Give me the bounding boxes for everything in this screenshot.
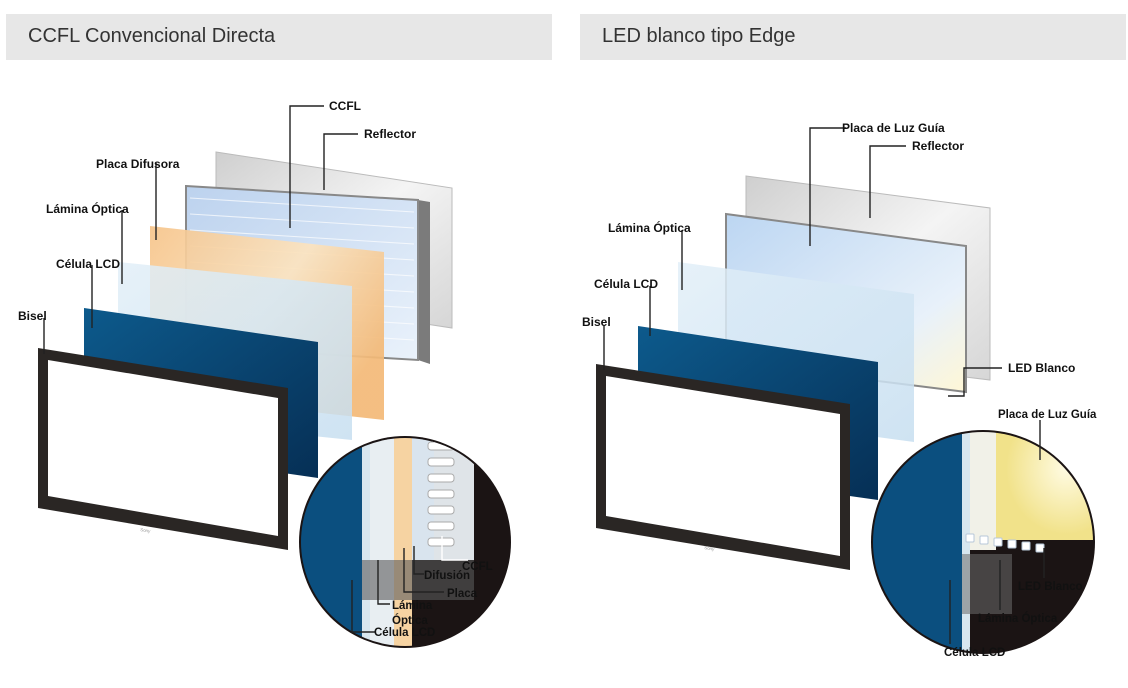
label-led-blanco: LED Blanco bbox=[1008, 361, 1075, 375]
right-panel-title: LED blanco tipo Edge bbox=[602, 25, 796, 47]
label-placa-luz-guia: Placa de Luz Guía bbox=[842, 121, 945, 135]
ccfl-panel-side bbox=[418, 200, 430, 364]
detail-label-lamina-optica: Lámina Óptica bbox=[978, 612, 1058, 625]
detail-label-lamina: Lámina bbox=[392, 600, 433, 612]
detail-label-celula-lcd: Célula LCD bbox=[374, 627, 435, 639]
label-placa-difusora: Placa Difusora bbox=[96, 157, 180, 171]
detail-label-difusion: Difusión bbox=[424, 570, 470, 582]
detail-label-led-blanco: LED Blanco bbox=[1018, 581, 1083, 593]
left-exploded-diagram: Sony CCFL Reflector Placa Difusora Lámin… bbox=[18, 99, 511, 648]
detail-label-placa: Placa bbox=[447, 588, 478, 600]
detail-label-optica: Óptica bbox=[392, 614, 428, 627]
detail-label-ccfl: CCFL bbox=[462, 561, 493, 573]
detail-label-placa-luz-guia: Placa de Luz Guía bbox=[998, 409, 1097, 421]
bezel-brand-right: Sony bbox=[704, 545, 716, 552]
detail-label-celula-lcd: Célula LCD bbox=[944, 647, 1005, 659]
label-lamina-optica: Lámina Óptica bbox=[46, 201, 129, 216]
label-reflector: Reflector bbox=[364, 127, 416, 141]
label-bisel: Bisel bbox=[18, 309, 47, 323]
left-panel-header: CCFL Convencional Directa bbox=[6, 14, 552, 60]
label-ccfl: CCFL bbox=[329, 99, 361, 113]
right-exploded-diagram: Sony Placa de Luz Guía Reflector Lámina … bbox=[582, 121, 1097, 659]
label-celula-lcd: Célula LCD bbox=[56, 257, 120, 271]
label-bisel-right: Bisel bbox=[582, 315, 611, 329]
right-panel-header: LED blanco tipo Edge bbox=[580, 14, 1126, 60]
left-detail-magnifier: CCFL Difusión Placa Lámina Óptica Célula… bbox=[299, 436, 511, 648]
led-detail-array bbox=[965, 533, 1045, 553]
label-celula-lcd-right: Célula LCD bbox=[594, 277, 658, 291]
left-panel-title: CCFL Convencional Directa bbox=[28, 25, 276, 47]
bezel-brand: Sony bbox=[140, 527, 152, 534]
label-lamina-optica-right: Lámina Óptica bbox=[608, 220, 691, 235]
right-detail-magnifier: Placa de Luz Guía LED Blanco Lámina Ópti… bbox=[871, 409, 1097, 659]
label-reflector-right: Reflector bbox=[912, 139, 964, 153]
ccfl-detail-tubes bbox=[427, 441, 455, 547]
